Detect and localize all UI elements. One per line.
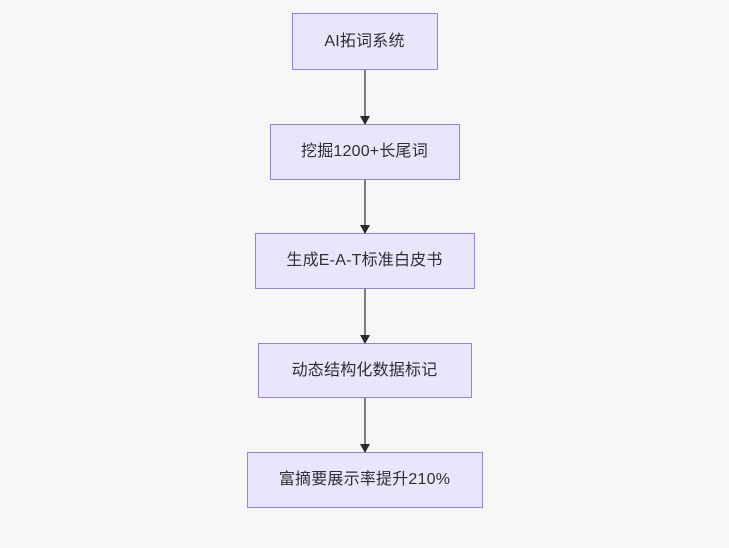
connector-line [363, 289, 366, 343]
flow-node-dynamic-structured-data-markup[interactable]: 动态结构化数据标记 [257, 343, 472, 398]
flow-node-label: 富摘要展示率提升210% [278, 471, 451, 488]
flow-connector-3 [359, 289, 371, 344]
flow-node-label: AI拓词系统 [324, 32, 405, 50]
flow-connector-1 [359, 70, 371, 125]
arrow-down-icon [359, 116, 370, 125]
flow-node-mine-longtail-keywords[interactable]: 挖掘1200+长尾词 [269, 124, 460, 180]
arrow-down-icon [359, 335, 370, 344]
flow-connector-4 [359, 398, 371, 453]
arrow-down-icon [359, 444, 370, 453]
connector-line [363, 70, 366, 124]
flow-node-generate-eat-whitepaper[interactable]: 生成E-A-T标准白皮书 [254, 233, 475, 289]
flow-node-label: 生成E-A-T标准白皮书 [286, 252, 443, 269]
flow-node-label: 动态结构化数据标记 [291, 361, 438, 379]
flow-connector-2 [359, 180, 371, 234]
flow-node-rich-snippet-impression-lift[interactable]: 富摘要展示率提升210% [246, 452, 483, 508]
connector-line [363, 398, 366, 452]
arrow-down-icon [359, 225, 370, 234]
flow-node-ai-keyword-system[interactable]: AI拓词系统 [291, 13, 438, 70]
flow-node-label: 挖掘1200+长尾词 [301, 143, 428, 160]
connector-line [363, 180, 366, 233]
flowchart-canvas: AI拓词系统 挖掘1200+长尾词 生成E-A-T标准白皮书 动态结构化数据标记 [246, 13, 483, 508]
